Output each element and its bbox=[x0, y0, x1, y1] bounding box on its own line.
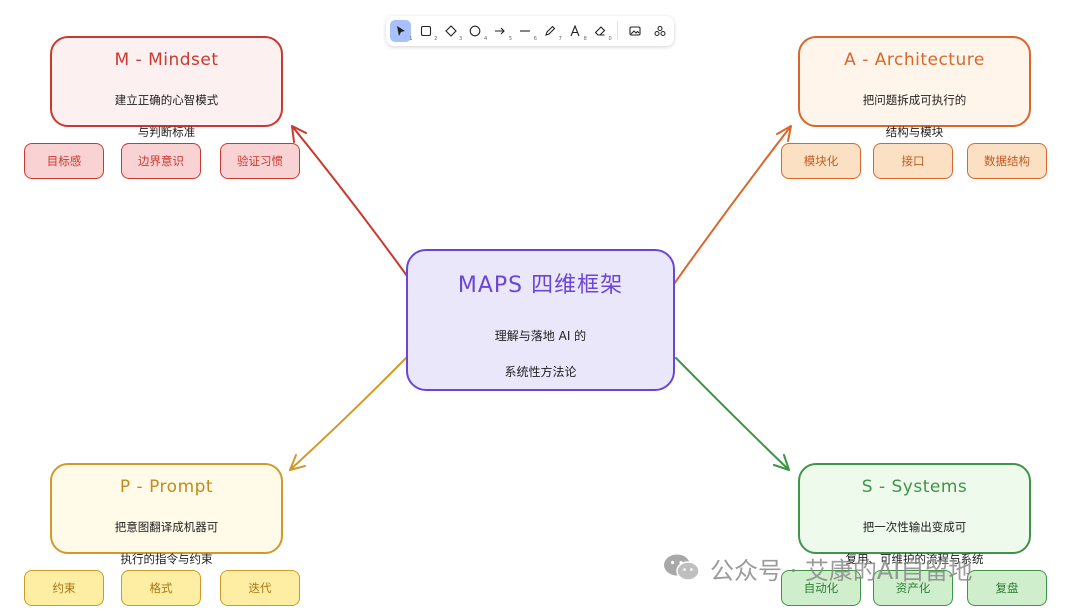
systems-description: 把一次性输出变成可 复用、可维护的流程与系统 bbox=[800, 503, 1029, 583]
shortcut-number: 7 bbox=[558, 36, 562, 42]
mindset-desc-line2: 与判断标准 bbox=[137, 125, 196, 139]
prompt-desc-line1: 把意图翻译成机器可 bbox=[114, 520, 219, 534]
center-title: MAPS 四维框架 bbox=[457, 273, 624, 298]
shortcut-number: 0 bbox=[608, 36, 612, 42]
pointer-tool[interactable]: 1 bbox=[390, 20, 413, 42]
shortcut-number: 6 bbox=[533, 36, 537, 42]
chip-architecture-1[interactable]: 模块化 bbox=[781, 143, 861, 179]
image-icon bbox=[629, 26, 641, 36]
mindset-title: M - Mindset bbox=[114, 50, 219, 70]
shapes-library-tool[interactable] bbox=[649, 20, 670, 42]
chip-systems-1[interactable]: 自动化 bbox=[781, 570, 861, 606]
mindset-desc-line1: 建立正确的心智模式 bbox=[114, 93, 219, 107]
text-tool[interactable]: 8 bbox=[564, 20, 587, 42]
prompt-desc-line2: 执行的指令与约束 bbox=[120, 552, 213, 566]
center-description: 理解与落地 AI 的 系统性方法论 bbox=[408, 309, 673, 399]
line-icon bbox=[520, 30, 531, 32]
systems-desc-line2: 复用、可维护的流程与系统 bbox=[845, 552, 984, 566]
ellipse-icon bbox=[470, 25, 481, 37]
center-desc-line2: 系统性方法论 bbox=[504, 365, 577, 379]
watermark-text: 公众号 · 艾康的AI自留地 bbox=[710, 556, 973, 585]
arrow-icon bbox=[495, 27, 506, 35]
architecture-description: 把问题拆成可执行的 结构与模块 bbox=[800, 76, 1029, 156]
shortcut-number: 5 bbox=[508, 36, 513, 42]
shortcut-number: 1 bbox=[409, 36, 413, 42]
pencil-icon bbox=[545, 25, 556, 36]
systems-desc-line1: 把一次性输出变成可 bbox=[862, 520, 967, 534]
shortcut-number: 8 bbox=[583, 36, 587, 42]
chip-mindset-3[interactable]: 验证习惯 bbox=[220, 143, 300, 179]
line-tool[interactable]: 6 bbox=[515, 20, 537, 42]
shortcut-number: 2 bbox=[434, 36, 438, 42]
chip-mindset-2[interactable]: 边界意识 bbox=[121, 143, 201, 179]
diamond-icon bbox=[444, 25, 457, 37]
chip-prompt-2[interactable]: 格式 bbox=[121, 570, 201, 606]
chip-systems-2[interactable]: 资产化 bbox=[873, 570, 953, 606]
node-mindset[interactable]: M - Mindset 建立正确的心智模式 与判断标准 bbox=[50, 36, 283, 139]
arrow-to-architecture bbox=[673, 125, 792, 285]
rectangle-tool[interactable]: 2 bbox=[415, 20, 438, 42]
toolbar-divider bbox=[617, 22, 619, 40]
chip-systems-3[interactable]: 复盘 bbox=[967, 570, 1047, 606]
pencil-tool[interactable]: 7 bbox=[539, 20, 562, 42]
shortcut-number: 3 bbox=[459, 36, 463, 42]
center-desc-line1: 理解与落地 AI 的 bbox=[494, 329, 587, 343]
image-tool[interactable] bbox=[624, 20, 645, 42]
pointer-icon bbox=[396, 26, 405, 36]
diamond-tool[interactable]: 3 bbox=[440, 20, 463, 42]
prompt-description: 把意图翻译成机器可 执行的指令与约束 bbox=[52, 503, 281, 583]
text-icon bbox=[570, 25, 580, 37]
arrow-to-prompt bbox=[289, 355, 409, 471]
chip-mindset-1[interactable]: 目标感 bbox=[24, 143, 104, 179]
eraser-icon bbox=[594, 26, 606, 36]
rectangle-icon bbox=[420, 25, 431, 37]
systems-title: S - Systems bbox=[861, 477, 968, 497]
watermark: 公众号 · 艾康的AI自留地 bbox=[662, 548, 972, 588]
ellipse-tool[interactable]: 4 bbox=[465, 20, 488, 42]
chip-architecture-2[interactable]: 接口 bbox=[873, 143, 953, 179]
mindset-description: 建立正确的心智模式 与判断标准 bbox=[52, 76, 281, 156]
shapes-library-icon bbox=[654, 26, 666, 36]
prompt-title: P - Prompt bbox=[119, 477, 214, 497]
drawing-toolbar: 1 2 3 4 5 6 7 8 0 bbox=[386, 16, 674, 46]
center-node-maps[interactable]: MAPS 四维框架 理解与落地 AI 的 系统性方法论 bbox=[406, 249, 675, 391]
arrow-tool[interactable]: 5 bbox=[490, 20, 513, 42]
architecture-desc-line1: 把问题拆成可执行的 bbox=[862, 93, 967, 107]
arrow-to-mindset bbox=[291, 125, 411, 281]
architecture-title: A - Architecture bbox=[844, 50, 985, 70]
chip-prompt-3[interactable]: 迭代 bbox=[220, 570, 300, 606]
chip-architecture-3[interactable]: 数据结构 bbox=[967, 143, 1047, 179]
eraser-tool[interactable]: 0 bbox=[589, 20, 612, 42]
node-systems[interactable]: S - Systems 把一次性输出变成可 复用、可维护的流程与系统 bbox=[798, 463, 1031, 566]
node-prompt[interactable]: P - Prompt 把意图翻译成机器可 执行的指令与约束 bbox=[50, 463, 283, 566]
wechat-icon bbox=[664, 554, 700, 581]
node-architecture[interactable]: A - Architecture 把问题拆成可执行的 结构与模块 bbox=[798, 36, 1031, 139]
shortcut-number: 4 bbox=[483, 36, 488, 42]
arrow-to-systems bbox=[675, 357, 790, 471]
architecture-desc-line2: 结构与模块 bbox=[885, 125, 944, 139]
chip-prompt-1[interactable]: 约束 bbox=[24, 570, 104, 606]
